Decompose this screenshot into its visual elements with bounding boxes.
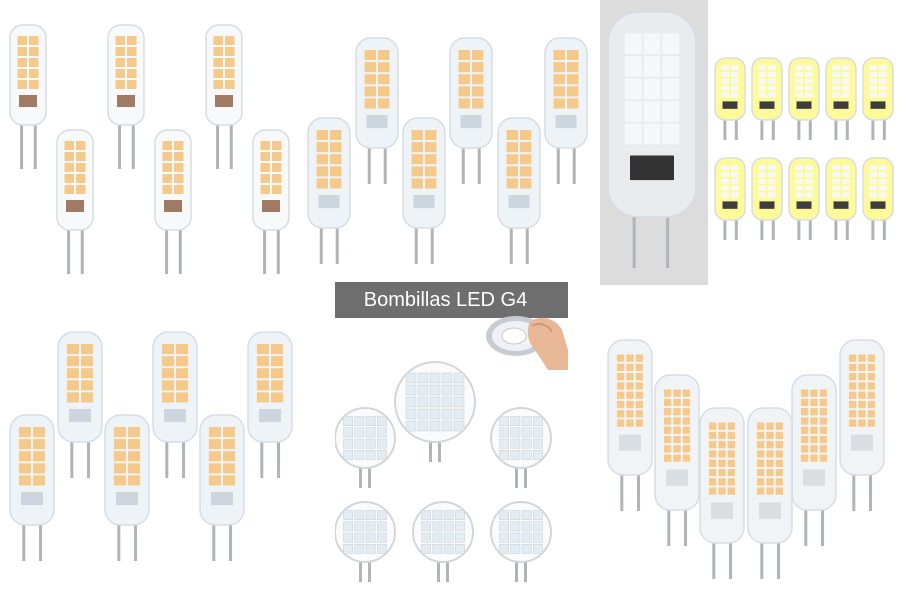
bulb-icon (247, 331, 293, 478)
banner-title: Bombillas LED G4 (335, 282, 568, 318)
bulb-icon (788, 57, 820, 140)
bulb-icon (607, 11, 697, 268)
bulb-icon (199, 414, 245, 561)
hand-icon (486, 316, 568, 370)
bulb-icon (107, 24, 145, 169)
bulb-icon (825, 157, 857, 240)
bulb-icon (57, 331, 103, 478)
bulb-icon (9, 414, 55, 561)
product-image-tall-g4 (600, 320, 900, 600)
bulb-icon (714, 157, 746, 240)
bulb-icon (252, 129, 290, 274)
frosted-g4-bulbs-group (307, 37, 588, 264)
bulb-icon (699, 407, 745, 579)
disc-g4-bulbs-group (335, 361, 552, 582)
bulb-icon (544, 37, 588, 184)
disc-bulb-icon (394, 361, 476, 462)
bulb-icon (104, 414, 150, 561)
bulb-icon (714, 57, 746, 140)
clear-g4-bulbs-group (9, 24, 290, 274)
disc-bulb-icon (490, 407, 552, 488)
bulb-icon (751, 57, 783, 140)
product-image-frosted-g4 (300, 0, 600, 280)
bulb-icon (497, 117, 541, 264)
silicone-g4-bulbs-group (607, 11, 894, 268)
disc-bulb-icon (412, 501, 474, 582)
bulb-icon (449, 37, 493, 184)
product-image-clear-g4 (0, 0, 300, 300)
bulb-icon (205, 24, 243, 169)
bulb-icon (751, 157, 783, 240)
bulb-icon (56, 129, 94, 274)
bulb-icon (825, 57, 857, 140)
bulb-icon (9, 24, 47, 169)
bulb-icon (152, 331, 198, 478)
frosted-g4-bulbs-group-2 (9, 331, 293, 561)
bulb-icon (791, 374, 837, 546)
bulb-icon (607, 339, 653, 511)
bulb-icon (307, 117, 351, 264)
bulb-icon (654, 374, 700, 546)
bulb-icon (862, 57, 894, 140)
disc-bulb-icon (335, 501, 396, 582)
disc-bulb-icon (335, 407, 396, 488)
disc-bulb-icon (490, 501, 552, 582)
bulb-icon (788, 157, 820, 240)
bulb-icon (862, 157, 894, 240)
bulb-icon (747, 407, 793, 579)
bulb-icon (839, 339, 885, 511)
product-image-frosted-g4-2 (0, 300, 300, 600)
bulb-icon (355, 37, 399, 184)
bulb-icon (402, 117, 446, 264)
bulb-icon (154, 129, 192, 274)
product-image-silicone-g4 (600, 0, 900, 285)
tall-g4-bulbs-group (607, 339, 885, 579)
